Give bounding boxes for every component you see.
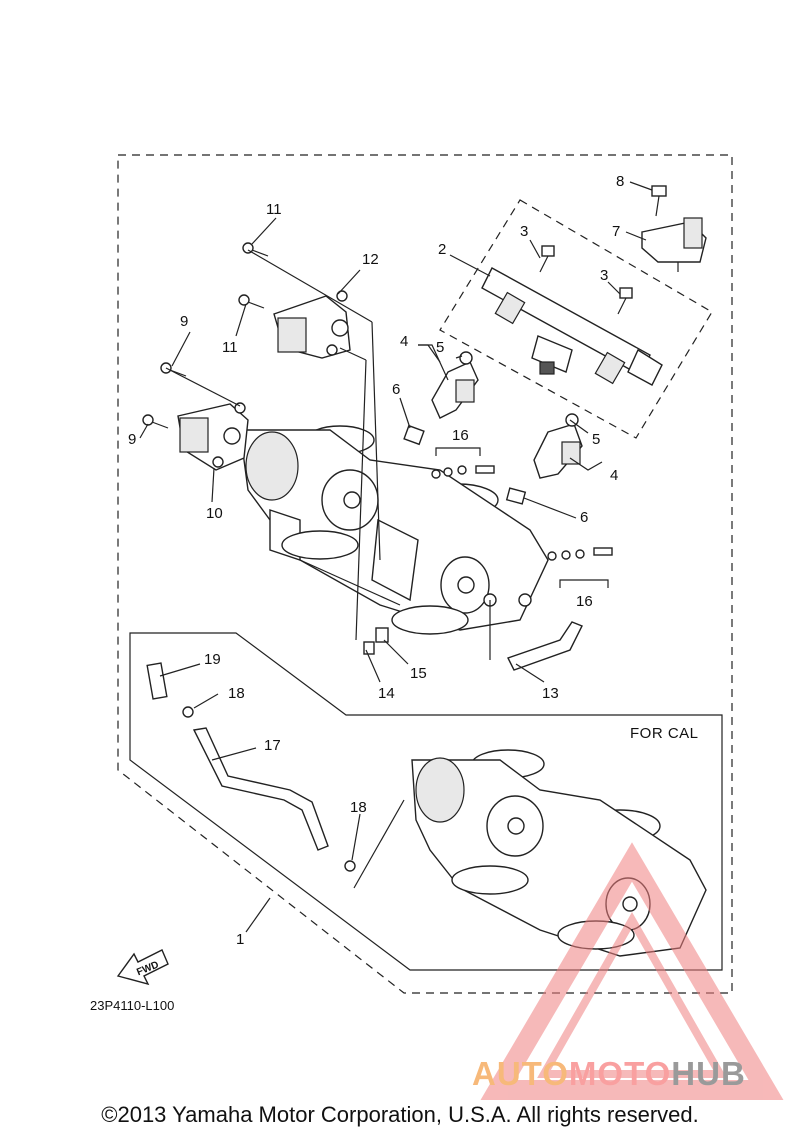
callout-16b: 16 bbox=[576, 593, 593, 610]
callout-labels: 1 2 3 3 4 4 5 5 6 6 7 8 9 9 10 11 11 12 … bbox=[128, 173, 624, 948]
callout-9b: 9 bbox=[128, 431, 136, 448]
callout-6a: 6 bbox=[392, 381, 400, 398]
callout-13: 13 bbox=[542, 685, 559, 702]
throttle-body bbox=[239, 425, 549, 635]
screw-11-upper bbox=[242, 242, 269, 257]
fuel-injector-left bbox=[403, 351, 479, 446]
callout-11a: 11 bbox=[266, 201, 282, 218]
variant-label: FOR CAL bbox=[630, 725, 699, 742]
cap-15 bbox=[375, 627, 389, 643]
copyright-notice: ©2013 Yamaha Motor Corporation, U.S.A. A… bbox=[101, 1102, 699, 1127]
callout-4b: 4 bbox=[610, 467, 618, 484]
throttle-body-cal bbox=[411, 749, 707, 957]
screw-3-right bbox=[617, 287, 633, 315]
clip-set-16-upper bbox=[431, 465, 495, 479]
clamp-18-lower bbox=[344, 860, 356, 872]
screw-11-lower bbox=[238, 294, 265, 309]
fuel-injector-right bbox=[505, 413, 583, 505]
watermark-auto: AUTO bbox=[472, 1055, 569, 1092]
sensor-12 bbox=[273, 290, 351, 359]
callout-19: 19 bbox=[204, 651, 221, 668]
leader-lines bbox=[139, 181, 653, 933]
hose-17 bbox=[192, 727, 329, 851]
callout-10: 10 bbox=[206, 505, 223, 522]
callout-18a: 18 bbox=[228, 685, 245, 702]
fuel-rail-boundary bbox=[439, 199, 713, 439]
callout-16a: 16 bbox=[452, 427, 469, 444]
watermark-text: AUTOMOTOHUB bbox=[472, 1055, 746, 1093]
watermark-moto: MOTO bbox=[568, 1055, 672, 1092]
callout-7: 7 bbox=[612, 223, 620, 240]
cap-14 bbox=[363, 641, 375, 655]
callout-12: 12 bbox=[362, 251, 379, 268]
watermark-hub: HUB bbox=[671, 1055, 746, 1092]
callout-3a: 3 bbox=[520, 223, 528, 240]
callout-9a: 9 bbox=[180, 313, 188, 330]
callout-3b: 3 bbox=[600, 267, 608, 284]
watermark-logo bbox=[480, 842, 784, 1100]
cal-boundary bbox=[129, 632, 723, 971]
callout-2: 2 bbox=[438, 241, 446, 258]
callout-4a: 4 bbox=[400, 333, 408, 350]
fitting-19 bbox=[146, 662, 168, 700]
callout-1: 1 bbox=[236, 931, 244, 948]
callout-18b: 18 bbox=[350, 799, 367, 816]
pressure-sensor-7 bbox=[641, 217, 707, 272]
callout-5a: 5 bbox=[436, 339, 444, 356]
screw-8 bbox=[651, 185, 667, 217]
hose-13 bbox=[507, 621, 583, 671]
callout-14: 14 bbox=[378, 685, 395, 702]
clamp-18-upper bbox=[182, 706, 194, 718]
callout-6b: 6 bbox=[580, 509, 588, 526]
screw-3-top bbox=[539, 245, 555, 273]
screw-9-upper bbox=[160, 362, 187, 377]
diagram-code: 23P4110-L100 bbox=[90, 998, 174, 1013]
fuel-rail bbox=[481, 267, 663, 386]
callout-5b: 5 bbox=[592, 431, 600, 448]
callout-8: 8 bbox=[616, 173, 624, 190]
throttle-position-sensor-10 bbox=[177, 402, 249, 471]
clip-set-16-lower bbox=[547, 547, 613, 561]
callout-11b: 11 bbox=[222, 339, 238, 356]
fwd-arrow-icon: FWD bbox=[116, 949, 169, 986]
callout-15: 15 bbox=[410, 665, 427, 682]
assembly-boundary bbox=[117, 154, 733, 994]
callout-17: 17 bbox=[264, 737, 281, 754]
